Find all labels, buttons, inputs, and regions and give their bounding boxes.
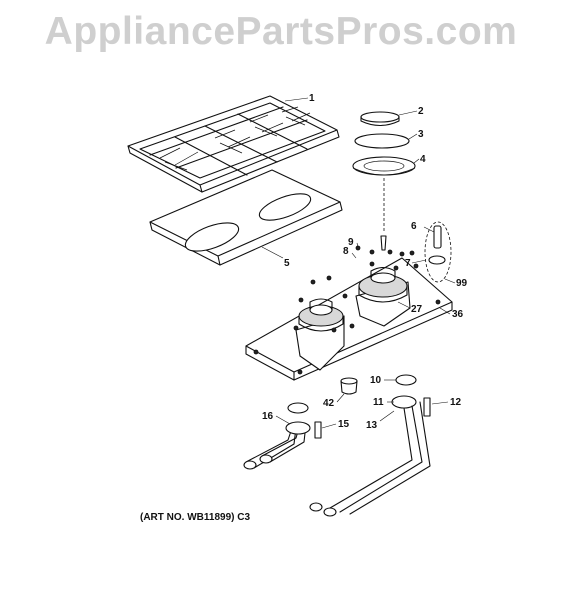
drip-pan-part	[149, 169, 343, 266]
callout-1: 1	[309, 93, 315, 104]
callout-10: 10	[370, 375, 382, 386]
burner-tube-front-part	[243, 402, 322, 470]
burner-body-part	[245, 257, 453, 381]
callout-4: 4	[420, 154, 426, 165]
callout-2: 2	[418, 106, 424, 117]
art-number: (ART NO. WB11899) C3	[140, 512, 251, 523]
callout-36: 36	[452, 309, 464, 320]
callout-27: 27	[411, 304, 423, 315]
callout-9: 9	[348, 237, 354, 248]
callout-7: 7	[405, 258, 411, 269]
grate-part	[127, 95, 340, 193]
igniter-assembly-part	[369, 221, 452, 283]
callout-15: 15	[338, 419, 350, 430]
watermark: AppliancePartsPros.com	[44, 10, 518, 53]
burner-tube-rear-part	[309, 374, 431, 517]
callout-42: 42	[323, 398, 335, 409]
spacer-part	[340, 377, 358, 395]
callout-5: 5	[284, 258, 290, 269]
callout-3: 3	[418, 129, 424, 140]
callout-6: 6	[411, 221, 417, 232]
callout-8: 8	[343, 246, 349, 257]
callout-11: 11	[373, 397, 384, 408]
callout-labels: 1 2 3 4 5 6 7 8 9 99 27 36 10 11 12 13 4…	[262, 93, 468, 431]
screw-parts	[293, 245, 419, 333]
callout-12: 12	[450, 397, 462, 408]
callout-leaders	[261, 97, 456, 429]
callout-13: 13	[366, 420, 378, 431]
burner-cap-part	[352, 111, 416, 176]
callout-99: 99	[456, 278, 468, 289]
callout-16: 16	[262, 411, 274, 422]
